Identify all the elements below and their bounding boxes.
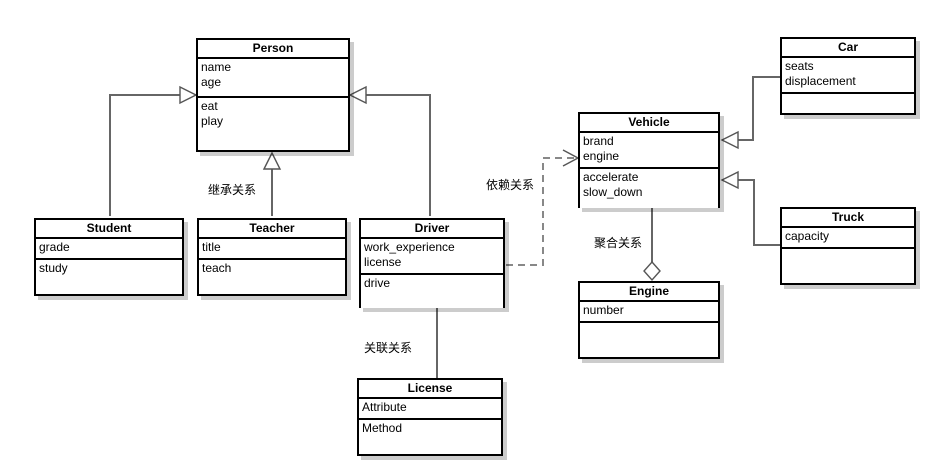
class-attributes-engine: number [580, 302, 718, 323]
attribute: capacity [785, 229, 830, 243]
class-attributes-vehicle: brand engine [580, 133, 718, 169]
class-attributes-person: name age [198, 59, 348, 98]
edge-label-association: 关联关系 [364, 341, 413, 355]
attribute: age [201, 75, 222, 89]
class-box-person[interactable]: Person name age eat play [196, 38, 350, 152]
method: teach [202, 261, 232, 275]
edge-teacher-person [262, 151, 282, 216]
class-box-driver[interactable]: Driver work_experience license drive [359, 218, 505, 308]
class-title-teacher: Teacher [199, 220, 345, 239]
attribute: Attribute [362, 400, 407, 414]
method: eat [201, 99, 218, 113]
class-methods-student: study [36, 260, 182, 294]
method: slow_down [583, 185, 643, 199]
class-attributes-car: seats displacement [782, 58, 914, 94]
class-box-engine[interactable]: Engine number [578, 281, 720, 359]
edge-label-dependency: 依赖关系 [486, 178, 535, 192]
edge-driver-vehicle-dependency [506, 149, 580, 266]
edge-vehicle-engine-aggregation [643, 208, 661, 282]
class-methods-driver: drive [361, 275, 503, 308]
class-title-engine: Engine [580, 283, 718, 302]
class-attributes-license: Attribute [359, 399, 501, 420]
attribute: number [583, 303, 624, 317]
class-box-car[interactable]: Car seats displacement [780, 37, 916, 115]
class-attributes-student: grade [36, 239, 182, 260]
method: accelerate [583, 170, 639, 184]
method: drive [364, 276, 391, 290]
edge-label-inheritance: 继承关系 [208, 183, 257, 197]
class-attributes-teacher: title [199, 239, 345, 260]
method: play [201, 114, 224, 128]
class-methods-license: Method [359, 420, 501, 454]
class-methods-car [782, 94, 914, 113]
edge-student-person [109, 85, 198, 216]
class-box-student[interactable]: Student grade study [34, 218, 184, 296]
class-methods-teacher: teach [199, 260, 345, 294]
class-title-student: Student [36, 220, 182, 239]
class-title-vehicle: Vehicle [580, 114, 718, 133]
method: Method [362, 421, 403, 435]
class-methods-truck [782, 249, 914, 283]
class-methods-person: eat play [198, 98, 348, 150]
edge-driver-person [348, 85, 431, 216]
class-box-truck[interactable]: Truck capacity [780, 207, 916, 285]
attribute: seats [785, 59, 814, 73]
class-methods-engine [580, 323, 718, 357]
attribute: title [202, 240, 221, 254]
class-attributes-driver: work_experience license [361, 239, 503, 275]
class-title-license: License [359, 380, 501, 399]
class-title-truck: Truck [782, 209, 914, 228]
class-methods-vehicle: accelerate slow_down [580, 169, 718, 208]
class-attributes-truck: capacity [782, 228, 914, 249]
attribute: work_experience [364, 240, 455, 254]
class-box-license[interactable]: License Attribute Method [357, 378, 503, 456]
attribute: engine [583, 149, 620, 163]
class-title-driver: Driver [361, 220, 503, 239]
class-box-teacher[interactable]: Teacher title teach [197, 218, 347, 296]
edge-car-vehicle [720, 76, 780, 150]
attribute: name [201, 60, 232, 74]
method: study [39, 261, 68, 275]
attribute: brand [583, 134, 614, 148]
edge-label-aggregation: 聚合关系 [594, 236, 643, 250]
attribute: license [364, 255, 402, 269]
attribute: grade [39, 240, 70, 254]
class-title-person: Person [198, 40, 348, 59]
class-box-vehicle[interactable]: Vehicle brand engine accelerate slow_dow… [578, 112, 720, 208]
class-title-car: Car [782, 39, 914, 58]
attribute: displacement [785, 74, 856, 88]
edge-truck-vehicle [720, 170, 780, 246]
